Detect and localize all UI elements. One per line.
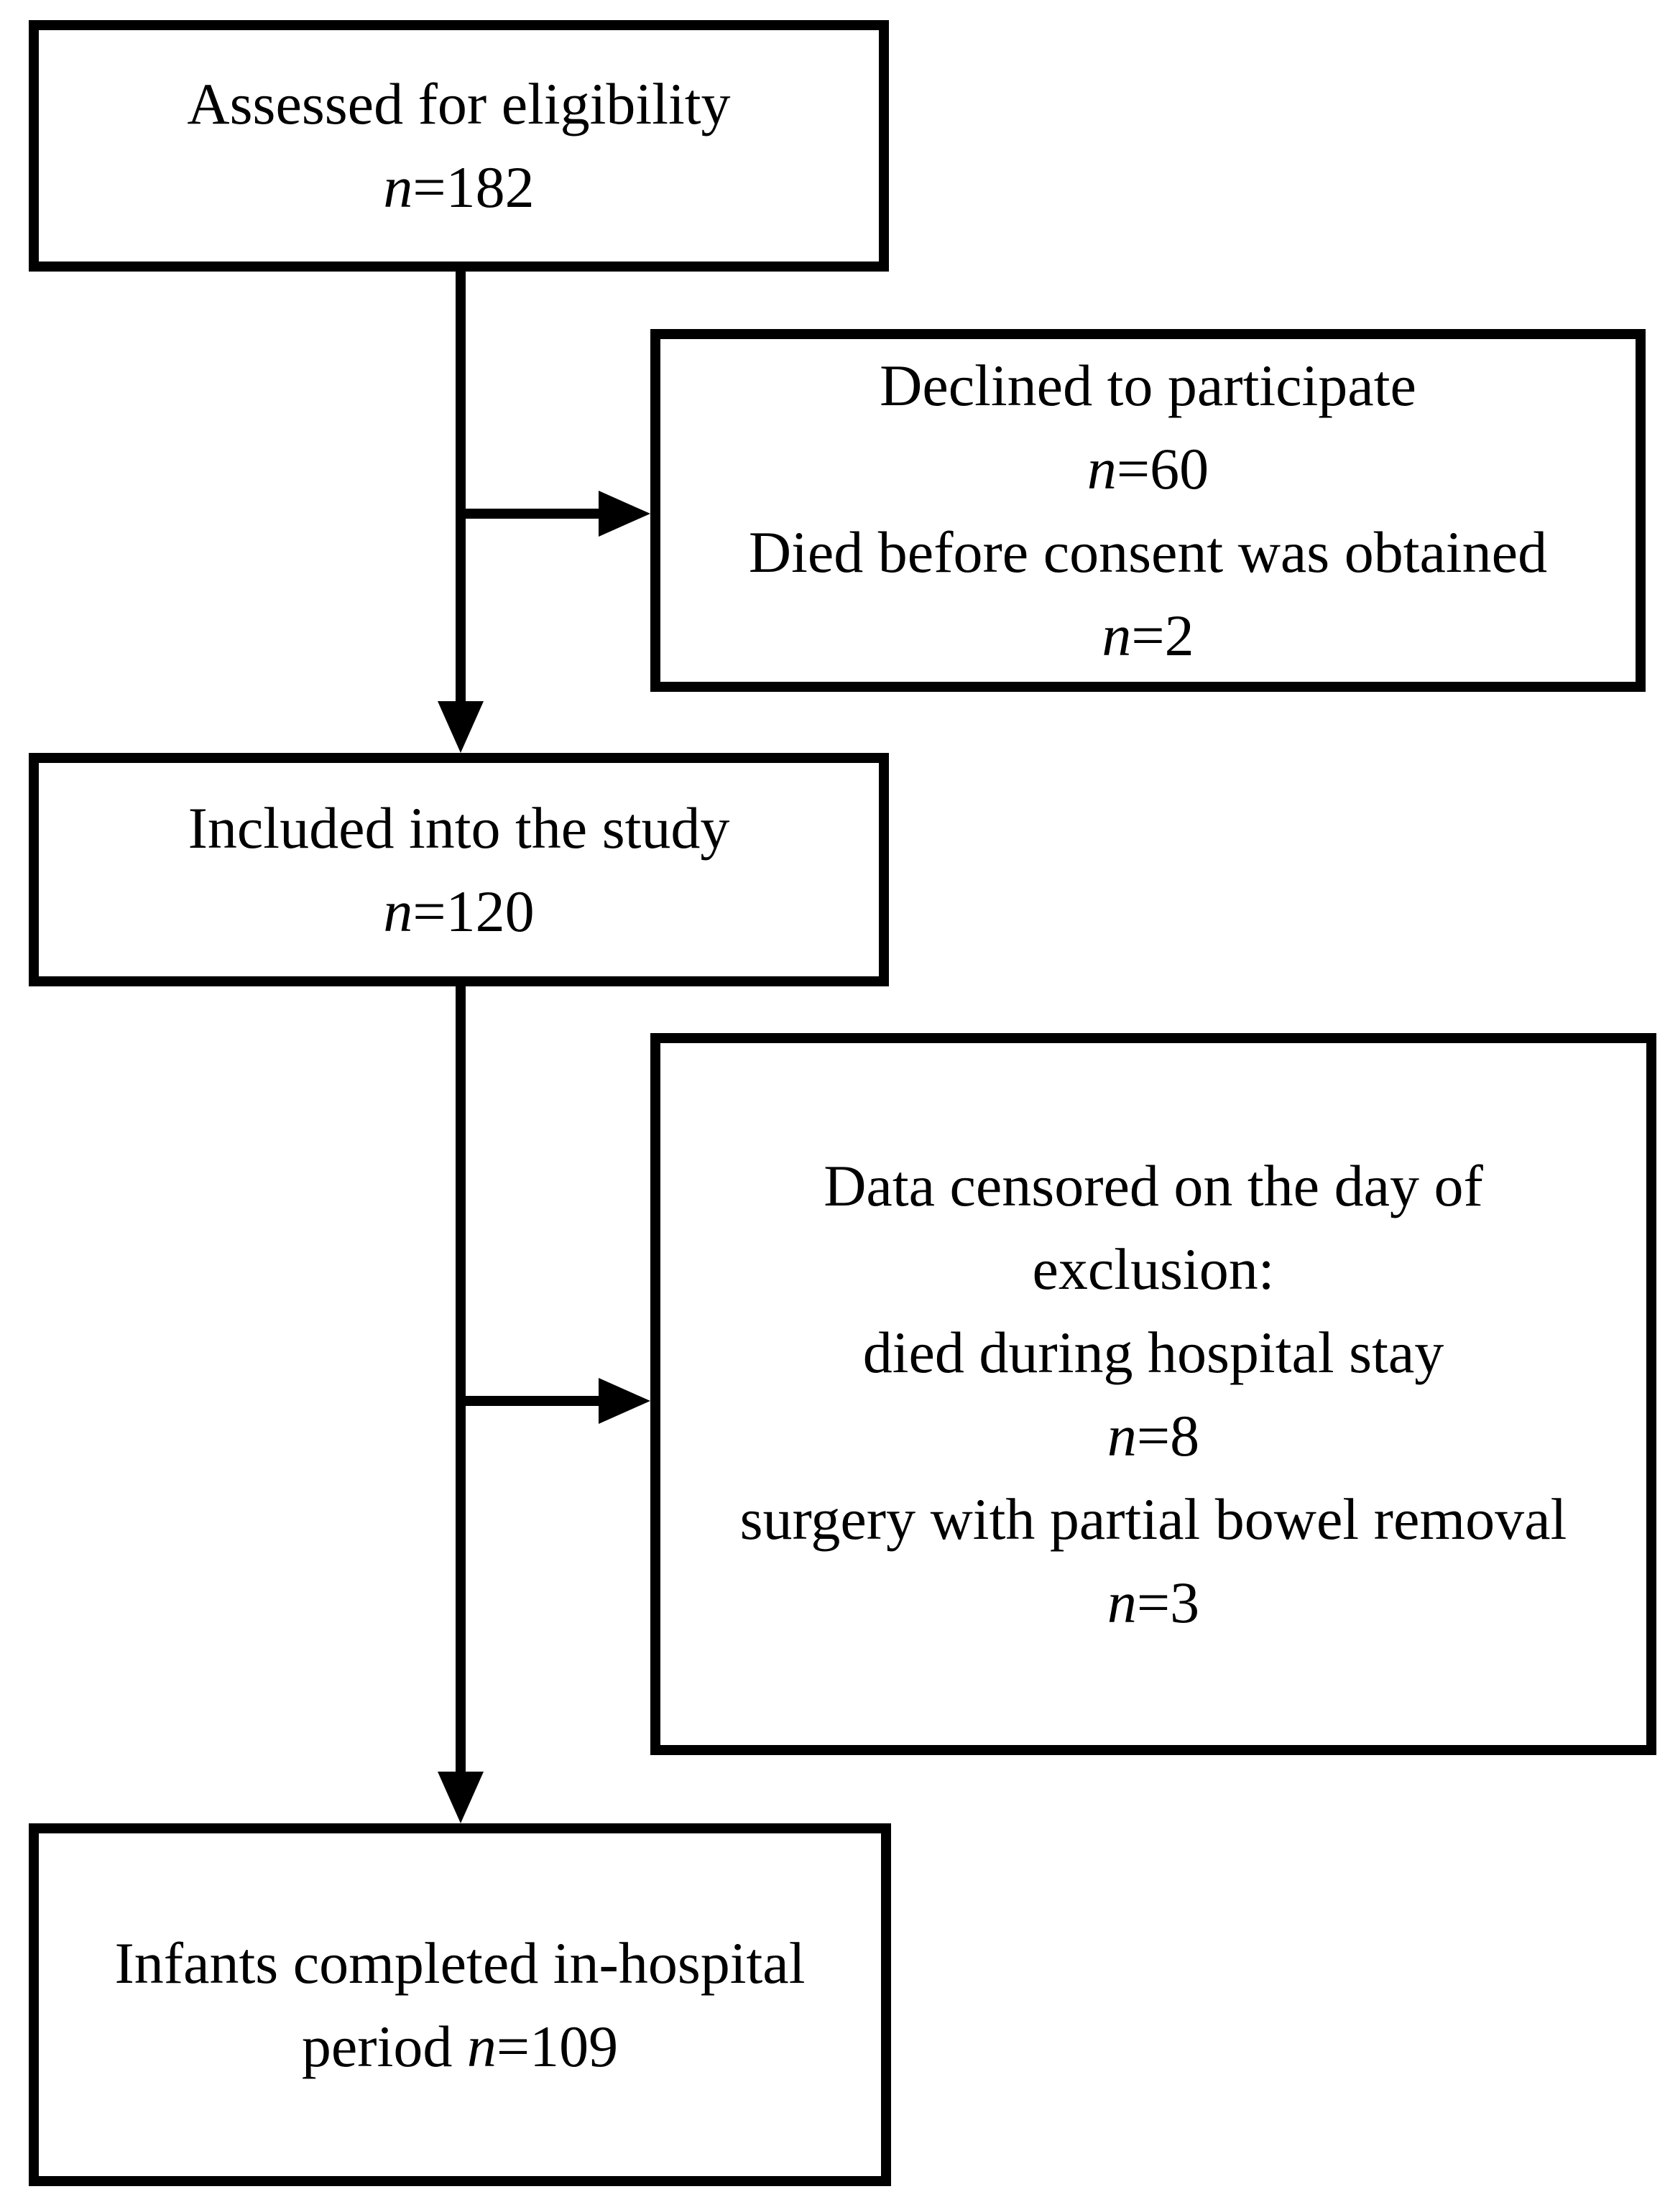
- box-line: n=60: [1087, 435, 1209, 501]
- box-line: Declined to participate: [880, 352, 1416, 418]
- box-line: n=2: [1102, 602, 1194, 668]
- box-line: n=3: [1107, 1569, 1200, 1635]
- arrow-assessed-to-included-head: [438, 701, 484, 753]
- arrow-to-declined-stem: [456, 509, 603, 519]
- box-line: Infants completed in-hospital: [114, 1930, 806, 1996]
- box-declined-to-participate: Declined to participate n=60 Died before…: [650, 329, 1646, 692]
- box-included-into-study: Included into the study n=120: [29, 753, 889, 986]
- arrow-to-censored-stem: [456, 1396, 603, 1406]
- box-line: Data censored on the day of: [824, 1152, 1483, 1218]
- arrow-assessed-to-included-stem: [456, 266, 466, 705]
- box-data-censored: Data censored on the day of exclusion: d…: [650, 1033, 1656, 1755]
- box-line: n=182: [383, 154, 535, 220]
- box-line: n=120: [383, 878, 535, 944]
- box-line: surgery with partial bowel removal: [739, 1486, 1567, 1552]
- box-line: Assessed for eligibility: [187, 71, 731, 136]
- box-assessed-for-eligibility: Assessed for eligibility n=182: [29, 20, 889, 272]
- box-infants-completed: Infants completed in-hospital period n=1…: [29, 1823, 891, 2186]
- box-line: Included into the study: [188, 795, 730, 861]
- arrow-to-declined-head: [599, 491, 650, 537]
- box-line: n=8: [1107, 1402, 1200, 1468]
- box-line: period n=109: [301, 2013, 619, 2079]
- box-line: exclusion:: [1032, 1236, 1275, 1302]
- arrow-included-to-completed-head: [438, 1772, 484, 1823]
- arrow-to-censored-head: [599, 1378, 650, 1424]
- arrow-included-to-completed-stem: [456, 983, 466, 1776]
- box-line: died during hospital stay: [862, 1319, 1444, 1385]
- box-line: Died before consent was obtained: [748, 519, 1548, 585]
